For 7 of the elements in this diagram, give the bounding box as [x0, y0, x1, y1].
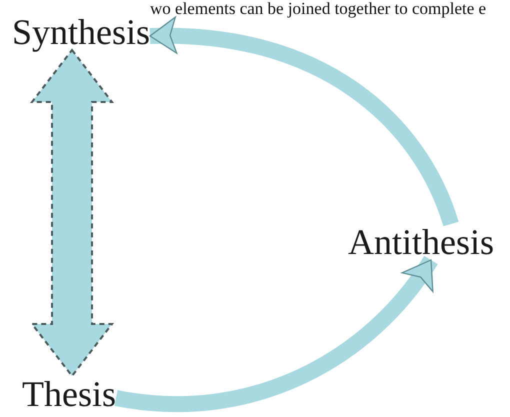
node-label: Antithesis: [348, 224, 494, 260]
caption-text: wo elements can be joined together to complete e: [150, 0, 486, 19]
curved-arrow: [114, 256, 438, 412]
node-label: Thesis: [22, 376, 116, 412]
double-arrow: [30, 48, 114, 378]
node-label: Synthesis: [12, 14, 150, 50]
curved-arrow: [149, 18, 459, 227]
